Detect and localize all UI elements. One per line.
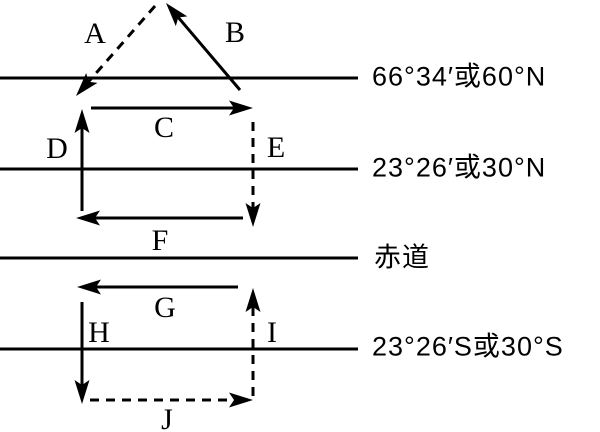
arrow-B-head xyxy=(166,3,188,27)
arrow-B-shaft xyxy=(175,14,242,91)
arrow-I-head xyxy=(245,288,261,312)
arrow-A-head xyxy=(76,73,98,96)
arrow-G-head xyxy=(77,279,101,295)
arrow-label-J: J xyxy=(161,403,173,432)
arrow-E-head xyxy=(245,203,261,227)
arrow-label-C: C xyxy=(153,111,175,144)
arrow-A-shaft xyxy=(86,5,157,85)
arrow-label-B: B xyxy=(224,16,246,49)
latitude-label-equator: 赤道 xyxy=(374,242,430,273)
arrow-label-D: D xyxy=(46,132,68,165)
latitude-label-66-34-or-60N: 66°34′或60°N xyxy=(372,61,547,92)
arrow-H-head xyxy=(74,380,90,404)
latitude-label-23-26S-or-30S: 23°26′S或30°S xyxy=(372,331,564,362)
arrow-label-F: F xyxy=(151,224,169,257)
arrow-label-E: E xyxy=(266,131,286,164)
arrow-label-A: A xyxy=(84,17,106,50)
arrow-label-G: G xyxy=(154,291,176,324)
arrow-C-head xyxy=(229,100,253,116)
arrow-J-head xyxy=(229,392,253,408)
arrow-D-head xyxy=(74,109,90,133)
arrow-F-head xyxy=(76,210,100,226)
arrow-label-H: H xyxy=(88,316,110,349)
latitude-label-23-26-or-30N: 23°26′或30°N xyxy=(372,152,547,183)
arrow-label-I: I xyxy=(267,316,277,349)
